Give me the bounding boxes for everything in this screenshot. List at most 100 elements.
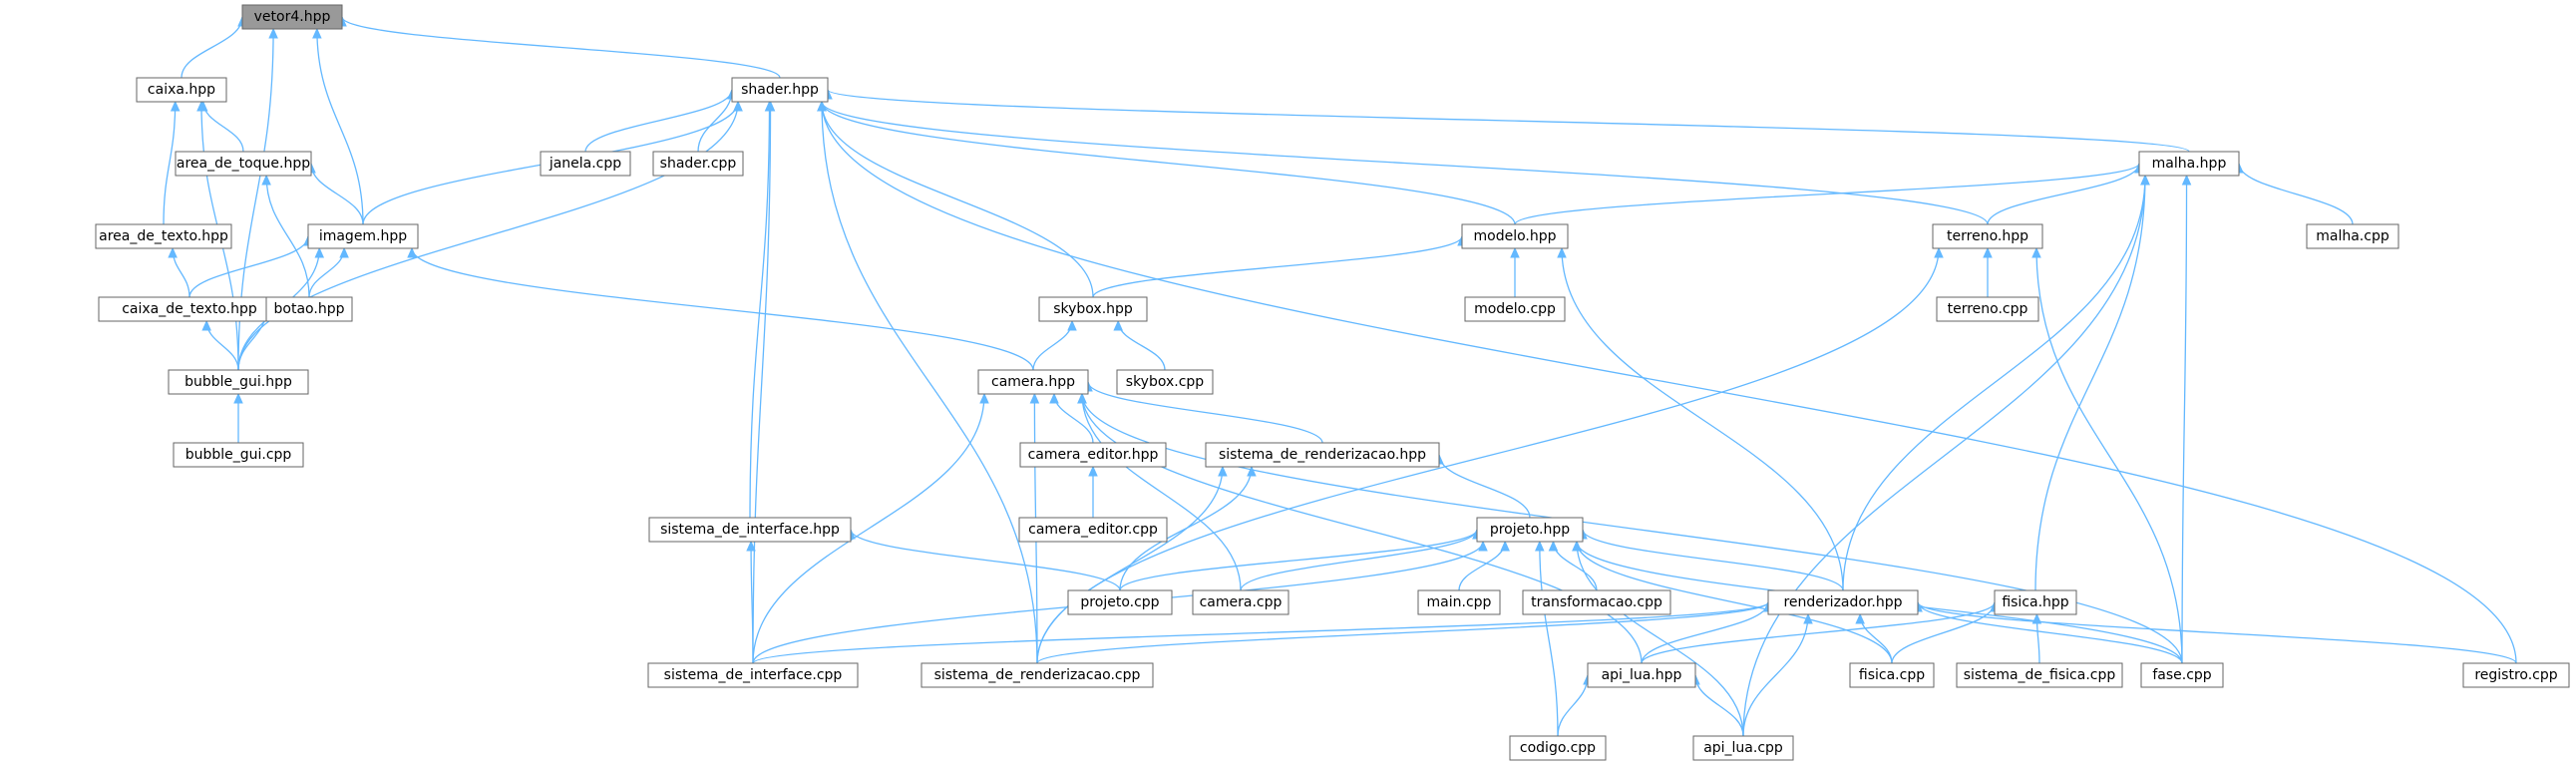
node-caixa-de-texto[interactable]: caixa_de_texto.hpp xyxy=(98,296,281,322)
node-box xyxy=(648,517,852,543)
arrowhead-camera-to-skybox xyxy=(1067,319,1077,331)
edge-bubble_gui-to-shader xyxy=(237,101,739,371)
node-camera-editor[interactable]: camera_editor.hpp xyxy=(1019,442,1167,468)
node-vetor4[interactable]: vetor4.hpp xyxy=(241,4,343,30)
node-sistema-de-renderizacao[interactable]: sistema_de_renderizacao.hpp xyxy=(1205,442,1440,468)
node-shader-cpp[interactable]: shader.cpp xyxy=(652,151,744,177)
arrowhead-sistema_de_renderizacao_cpp-to-terreno xyxy=(1934,246,1944,258)
node-bubble-gui[interactable]: bubble_gui.hpp xyxy=(168,369,309,395)
node-imagem[interactable]: imagem.hpp xyxy=(307,223,419,249)
node-modelo[interactable]: modelo.hpp xyxy=(1461,223,1569,249)
arrowhead-imagem-to-vetor4 xyxy=(312,27,322,39)
node-box xyxy=(731,77,829,103)
node-box xyxy=(168,369,309,395)
node-label: caixa.hpp xyxy=(148,82,215,98)
node-camera-editor-cpp[interactable]: camera_editor.cpp xyxy=(1018,517,1168,543)
node-area-de-texto[interactable]: area_de_texto.hpp xyxy=(95,223,232,249)
node-api-lua-cpp[interactable]: api_lua.cpp xyxy=(1692,735,1794,761)
node-label: shader.hpp xyxy=(741,82,819,98)
node-label: modelo.cpp xyxy=(1474,301,1556,317)
arrowhead-camera_editor_cpp-to-camera_editor xyxy=(1088,465,1098,477)
node-caixa[interactable]: caixa.hpp xyxy=(136,77,227,103)
edge-fase_cpp-to-camera xyxy=(1081,393,2183,664)
node-botao[interactable]: botao.hpp xyxy=(265,296,353,322)
node-shader[interactable]: shader.hpp xyxy=(731,77,829,103)
node-box xyxy=(175,151,312,177)
node-label: camera.hpp xyxy=(991,374,1075,390)
node-box xyxy=(98,296,281,322)
node-api-lua[interactable]: api_lua.hpp xyxy=(1587,662,1696,688)
node-box xyxy=(652,151,744,177)
node-malha[interactable]: malha.hpp xyxy=(2138,151,2240,177)
node-codigo-cpp[interactable]: codigo.cpp xyxy=(1509,735,1607,761)
node-sistema-de-interface[interactable]: sistema_de_interface.hpp xyxy=(648,517,852,543)
node-label: camera_editor.hpp xyxy=(1028,447,1159,463)
node-transformacao-cpp[interactable]: transformacao.cpp xyxy=(1522,589,1671,615)
edge-renderizador-to-projeto xyxy=(1582,529,1844,591)
node-label: area_de_toque.hpp xyxy=(177,156,310,172)
node-malha-cpp[interactable]: malha.cpp xyxy=(2306,223,2399,249)
node-sistema-de-interface-cpp[interactable]: sistema_de_interface.cpp xyxy=(647,662,859,688)
node-box xyxy=(1018,517,1168,543)
node-label: botao.hpp xyxy=(274,301,345,317)
node-registro-cpp[interactable]: registro.cpp xyxy=(2462,662,2570,688)
edge-sistema_de_interface-to-shader xyxy=(749,101,771,519)
node-box xyxy=(1849,662,1935,688)
node-fisica[interactable]: fisica.hpp xyxy=(1994,589,2077,615)
edge-bubble_gui-to-caixa_de_texto xyxy=(205,320,239,371)
node-box xyxy=(173,442,304,468)
node-terreno[interactable]: terreno.hpp xyxy=(1932,223,2043,249)
node-camera-cpp[interactable]: camera.cpp xyxy=(1192,589,1289,615)
node-box xyxy=(1205,442,1440,468)
node-janela-cpp[interactable]: janela.cpp xyxy=(540,151,631,177)
node-label: fase.cpp xyxy=(2152,667,2211,683)
node-projeto[interactable]: projeto.hpp xyxy=(1476,517,1584,543)
edge-imagem-to-vetor4 xyxy=(316,28,364,225)
node-box xyxy=(540,151,631,177)
node-label: projeto.cpp xyxy=(1080,594,1159,610)
node-camera[interactable]: camera.hpp xyxy=(977,369,1089,395)
node-label: janela.cpp xyxy=(549,156,621,172)
arrowhead-api_lua_cpp-to-projeto xyxy=(1572,540,1582,552)
arrowhead-terreno_cpp-to-terreno xyxy=(1983,246,1993,258)
arrowhead-main_cpp-to-projeto xyxy=(1500,540,1510,552)
node-fisica-cpp[interactable]: fisica.cpp xyxy=(1849,662,1935,688)
node-skybox[interactable]: skybox.hpp xyxy=(1038,296,1148,322)
edge-terreno-to-malha xyxy=(1987,163,2140,225)
node-bubble-gui-cpp[interactable]: bubble_gui.cpp xyxy=(173,442,304,468)
node-fase-cpp[interactable]: fase.cpp xyxy=(2140,662,2224,688)
node-terreno-cpp[interactable]: terreno.cpp xyxy=(1936,296,2039,322)
node-box xyxy=(1067,589,1173,615)
node-skybox-cpp[interactable]: skybox.cpp xyxy=(1116,369,1214,395)
node-box xyxy=(1587,662,1696,688)
node-area-de-toque[interactable]: area_de_toque.hpp xyxy=(175,151,312,177)
node-box xyxy=(2140,662,2224,688)
node-renderizador[interactable]: renderizador.hpp xyxy=(1767,589,1919,615)
edge-skybox_cpp-to-skybox xyxy=(1117,320,1166,371)
arrowhead-fase_cpp-to-camera xyxy=(1077,392,1087,404)
edge-fisica-to-malha xyxy=(2034,175,2146,591)
arrowhead-bubble_gui-to-shader xyxy=(733,100,743,112)
arrowhead-codigo_cpp-to-projeto xyxy=(1535,540,1545,552)
node-box xyxy=(1522,589,1671,615)
edge-projeto_cpp-to-projeto xyxy=(1119,529,1478,591)
edge-api_lua-to-camera xyxy=(1081,393,1643,664)
node-box xyxy=(265,296,353,322)
node-box xyxy=(647,662,859,688)
node-main-cpp[interactable]: main.cpp xyxy=(1417,589,1501,615)
edge-registro_cpp-to-shader xyxy=(821,101,2517,664)
node-label: bubble_gui.cpp xyxy=(185,447,292,463)
node-projeto-cpp[interactable]: projeto.cpp xyxy=(1067,589,1173,615)
node-box xyxy=(1956,662,2123,688)
arrowhead-registro_cpp-to-shader xyxy=(817,100,827,112)
node-modelo-cpp[interactable]: modelo.cpp xyxy=(1464,296,1566,322)
arrowhead-bubble_gui-to-vetor4 xyxy=(268,27,278,39)
node-box xyxy=(2306,223,2399,249)
node-label: modelo.hpp xyxy=(1473,228,1556,244)
node-sistema-de-renderizacao-cpp[interactable]: sistema_de_renderizacao.cpp xyxy=(920,662,1154,688)
node-sistema-de-fisica-cpp[interactable]: sistema_de_fisica.cpp xyxy=(1956,662,2123,688)
arrowhead-bubble_gui_cpp-to-bubble_gui xyxy=(233,392,243,404)
arrowhead-bubble_gui-to-imagem xyxy=(314,246,325,258)
node-label: terreno.cpp xyxy=(1948,301,2028,317)
node-label: fisica.hpp xyxy=(2002,594,2068,610)
